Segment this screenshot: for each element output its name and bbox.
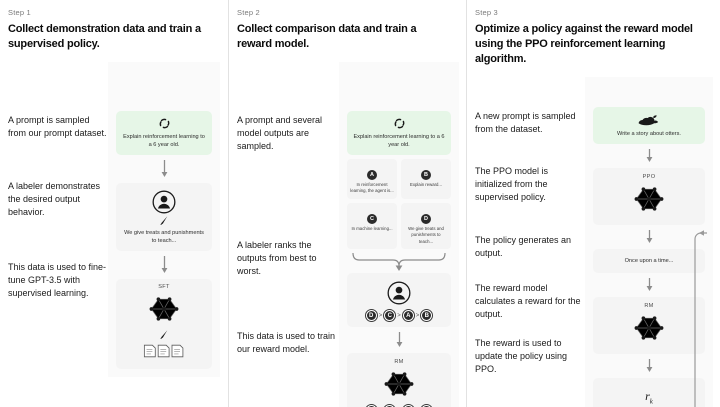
step-1-column: Step 1 Collect demonstration data and tr… — [0, 0, 228, 407]
arrow-down-icon — [585, 277, 713, 293]
step-1-title: Collect demonstration data and train a s… — [8, 23, 201, 50]
output-text-b: Explain reward... — [409, 181, 442, 187]
step-3-blurb-5: The reward is used to update the policy … — [475, 338, 568, 375]
step-2-column: Step 2 Collect comparison data and train… — [228, 0, 466, 407]
output-card-b[interactable]: B Explain reward... — [401, 158, 451, 199]
step-3-blurb-4: The reward model calculates a reward for… — [475, 282, 581, 319]
step-3-blurb-3: The policy generates an output. — [475, 234, 572, 258]
arrow-down-icon — [108, 255, 220, 275]
rank-item-2: C — [383, 309, 397, 323]
person-icon — [352, 280, 446, 306]
output-badge-d: D — [421, 213, 431, 224]
step-1-sft-tag: SFT — [158, 284, 170, 291]
step-1-blurb-1: A prompt is sampled from our prompt data… — [8, 114, 107, 138]
step-2-blurb-1: A prompt and several model outputs are s… — [237, 114, 323, 151]
step-2-blurb-2: A labeler ranks the outputs from best to… — [237, 239, 317, 276]
arrow-down-icon — [585, 229, 713, 245]
step-3-rm-tag: RM — [644, 302, 654, 309]
step-3-output-card[interactable]: Once upon a time... — [593, 248, 705, 273]
person-icon — [121, 189, 207, 215]
step-2-label: Step 2 — [237, 8, 260, 17]
step-1-blurb-3: This data is used to fine-tune GPT-3.5 w… — [8, 261, 107, 299]
step-1-labeler-card[interactable]: We give treats and punishments to teach.… — [116, 182, 212, 252]
feedback-loop-arrow-icon — [691, 227, 717, 407]
step-3-reward-card[interactable]: rk — [593, 377, 705, 407]
step-3-text-column: A new prompt is sampled from the dataset… — [467, 77, 585, 407]
rank-separator: > — [378, 312, 383, 319]
step-2-prompt-card[interactable]: Explain reinforcement learning to a 6 ye… — [347, 110, 451, 155]
output-card-a[interactable]: A In reinforcement learning, the agent i… — [347, 158, 397, 199]
otter-icon — [598, 113, 700, 127]
step-1-blurb-2: A labeler demonstrates the desired outpu… — [8, 180, 101, 217]
step-3-blurb-1: A new prompt is sampled from the dataset… — [475, 110, 576, 134]
documents-icon — [121, 343, 207, 359]
step-2-ranking-row: D > C > A > B — [352, 309, 446, 323]
arrow-down-icon — [108, 159, 220, 179]
step-3-ppo-tag: PPO — [642, 173, 656, 180]
reward-formula: rk — [645, 388, 653, 406]
step-1-body: A prompt is sampled from our prompt data… — [0, 61, 228, 378]
step-3-prompt-card[interactable]: Write a story about otters. — [593, 106, 705, 144]
pencil-icon — [121, 215, 207, 226]
neural-net-icon — [121, 292, 207, 326]
output-badge-a: A — [367, 169, 377, 180]
neural-net-icon — [352, 367, 446, 401]
neural-net-icon — [598, 182, 700, 216]
arrow-down-icon — [585, 358, 713, 374]
step-3-label: Step 3 — [475, 8, 498, 17]
arrow-down-icon — [339, 331, 459, 349]
step-3-output-text: Once upon a time... — [624, 257, 674, 264]
step-2-blurb-3: This data is used to train our reward mo… — [237, 330, 336, 355]
output-text-a: In reinforcement learning, the agent is.… — [350, 181, 394, 194]
step-3-ppo-card[interactable]: PPO — [593, 167, 705, 225]
step-2-diagram: Explain reinforcement learning to a 6 ye… — [339, 61, 459, 407]
step-1-sft-card[interactable]: SFT — [116, 279, 212, 370]
refresh-icon — [352, 117, 446, 130]
step-3-column: Step 3 Optimize a policy against the rew… — [466, 0, 720, 407]
arrow-down-icon — [585, 148, 713, 164]
step-3-body: A new prompt is sampled from the dataset… — [467, 76, 720, 407]
step-1-labeler-text: We give treats and punishments to teach.… — [124, 229, 204, 245]
output-badge-c: C — [367, 213, 377, 224]
step-1-text-column: A prompt is sampled from our prompt data… — [0, 62, 108, 377]
step-1-prompt-card[interactable]: Explain reinforcement learning to a 6 ye… — [116, 110, 212, 155]
pencil-icon — [121, 329, 207, 340]
step-2-rm-tag: RM — [394, 359, 404, 366]
step-2-rm-ranking-row: D > C > A > B — [352, 404, 446, 407]
step-2-output-grid: A In reinforcement learning, the agent i… — [347, 158, 451, 250]
step-1-prompt-text: Explain reinforcement learning to a 6 ye… — [123, 133, 205, 148]
step-2-rm-card[interactable]: RM — [347, 353, 451, 407]
step-2-body: A prompt and several model outputs are s… — [229, 61, 466, 407]
step-2-title: Collect comparison data and train a rewa… — [237, 23, 417, 50]
rank-item-1: D — [364, 309, 378, 323]
output-text-d: We give treats and punishments to teach.… — [408, 225, 444, 244]
step-3-diagram: Write a story about otters. PPO — [585, 76, 713, 407]
neural-net-icon — [598, 311, 700, 345]
rank-item-4: B — [420, 309, 434, 323]
rank-item-3: A — [401, 309, 415, 323]
output-card-c[interactable]: C In machine learning... — [347, 202, 397, 250]
step-2-labeler-card[interactable]: D > C > A > B — [347, 273, 451, 328]
step-3-prompt-text: Write a story about otters. — [617, 130, 681, 137]
step-1-label: Step 1 — [8, 8, 31, 17]
step-2-prompt-text: Explain reinforcement learning to a 6 ye… — [353, 133, 445, 148]
step-3-title: Optimize a policy against the reward mod… — [475, 23, 693, 65]
rank-separator: > — [415, 312, 420, 319]
step-2-text-column: A prompt and several model outputs are s… — [229, 62, 339, 407]
step-1-diagram: Explain reinforcement learning to a 6 ye… — [108, 61, 220, 378]
output-text-c: In machine learning... — [351, 225, 393, 231]
step-3-blurb-2: The PPO model is initialized from the su… — [475, 165, 549, 202]
rank-separator: > — [397, 312, 401, 319]
output-card-d[interactable]: D We give treats and punishments to teac… — [401, 202, 451, 250]
curly-brace-icon — [339, 251, 459, 273]
refresh-icon — [121, 117, 207, 130]
output-badge-b: B — [421, 169, 431, 180]
step-3-rm-card[interactable]: RM — [593, 296, 705, 354]
